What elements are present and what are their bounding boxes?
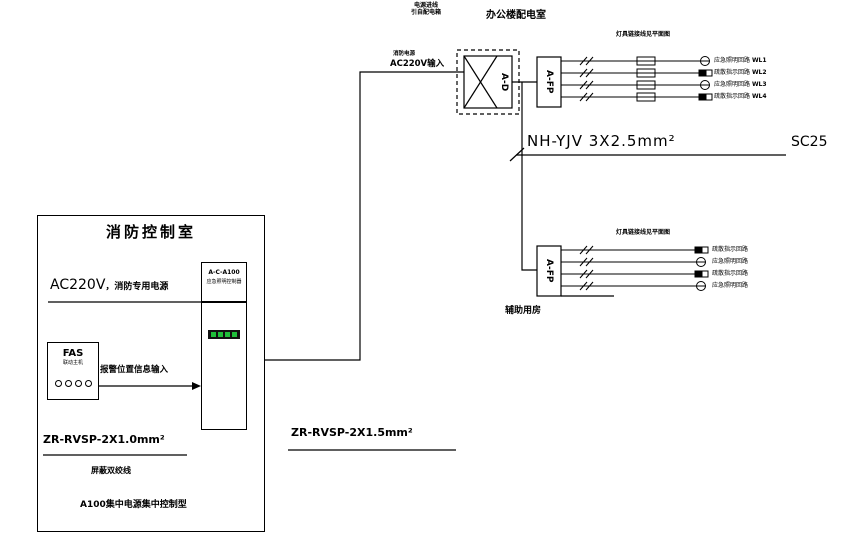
fas-buttons [48, 380, 98, 387]
circuit-label: 应急照明回路 [712, 258, 748, 266]
controller-desc: 应急照明控制器 [206, 279, 242, 285]
ad-box-label: A-D [499, 72, 509, 92]
distribution-room-label: 办公楼配电室 [486, 10, 546, 21]
circuit-id: WL4 [751, 93, 767, 100]
arrow-head-icon [192, 382, 201, 390]
control-room-cable-label: ZR-RVSP-2X1.0mm² [43, 433, 165, 446]
bottom-circuits-header: 灯具链接线见平面图 [616, 229, 671, 236]
power-voltage: AC220V [50, 277, 106, 293]
circuit-label: 疏散指示回路 [712, 246, 748, 254]
circuit-name: 疏散指示回路 [714, 69, 751, 76]
fire-control-room-box [37, 215, 265, 532]
indicator-led [225, 332, 230, 337]
circuit-label-wl4: 疏散指示回路 WL4 [714, 93, 767, 101]
afp-box-bottom [536, 245, 562, 297]
circuit-id: WL3 [751, 81, 767, 88]
exit-sign-icon [698, 93, 706, 101]
top-circuits-header: 灯具链接线见平面图 [616, 31, 671, 38]
indicator-led [218, 332, 223, 337]
incoming-note-line2: 引自配电箱 [410, 9, 441, 16]
afp-top-label: A-FP [544, 70, 554, 94]
circuit-id: WL1 [751, 57, 767, 64]
circuit-label: 应急照明回路 [712, 282, 748, 290]
circuit-label-wl3: 应急照明回路 WL3 [714, 81, 767, 89]
incoming-note-line1: 电源进线 [413, 2, 438, 9]
controller-cabinet [201, 302, 247, 430]
indicator-led [211, 332, 216, 337]
indicator-led [232, 332, 237, 337]
circuit-label: 疏散指示回路 [712, 270, 748, 278]
circuit-label-wl2: 疏散指示回路 WL2 [714, 69, 767, 77]
incoming-note: 电源进线 引自配电箱 [398, 2, 454, 16]
fire-power-note: 消防电源 [393, 51, 416, 57]
afp-bottom-label: A-FP [544, 259, 554, 283]
shielded-pair-note: 屏蔽双绞线 [91, 466, 131, 475]
fas-button-icon [84, 380, 92, 387]
controller-head-box: A-C-A100 应急照明控制器 [201, 262, 247, 302]
fas-button-icon [74, 380, 82, 387]
lamp-icon [696, 281, 706, 291]
fas-desc: 联动主机 [62, 360, 83, 366]
power-note: ，消防专用电源 [105, 282, 169, 292]
top-circuit-rows [561, 56, 713, 102]
fas-button-icon [54, 380, 62, 387]
circuit-name: 应急照明回路 [712, 282, 749, 289]
link-cable-label: ZR-RVSP-2X1.5mm² [291, 426, 413, 439]
auxiliary-room-label: 辅助用房 [505, 306, 542, 316]
circuit-label-wl1: 应急照明回路 WL1 [714, 57, 767, 65]
ac220-input-label: AC220V输入 [390, 59, 445, 69]
riser-cable-label: NH-YJV 3X2.5mm² [527, 132, 676, 150]
circuit-name: 疏散指示回路 [712, 270, 749, 277]
circuit-id: WL2 [751, 69, 767, 76]
a100-system-label: A100集中电源集中控制型 [80, 500, 187, 510]
indicator-strip [208, 330, 240, 339]
circuit-name: 疏散指示回路 [714, 93, 751, 100]
riser-conduit-label: SC25 [791, 134, 828, 150]
feeder-lines [43, 49, 786, 456]
controller-model: A-C-A100 [208, 269, 240, 276]
circuit-name: 应急照明回路 [714, 81, 751, 88]
control-room-power-label: AC220V，消防专用电源 [50, 274, 168, 293]
bottom-circuit-rows [561, 245, 709, 291]
fas-button-icon [64, 380, 72, 387]
exit-sign-icon [698, 69, 706, 77]
fire-control-room-title: 消防控制室 [105, 223, 196, 241]
fas-host-box: FAS 联动主机 [47, 342, 99, 400]
fas-label: FAS [62, 348, 84, 359]
lamp-icon [700, 56, 710, 66]
circuit-name: 应急照明回路 [712, 258, 749, 265]
circuit-name: 疏散指示回路 [712, 246, 749, 253]
exit-sign-icon [694, 270, 702, 278]
lamp-icon [700, 80, 710, 90]
exit-sign-icon [694, 246, 702, 254]
alarm-input-label: 报警位置信息输入 [100, 365, 169, 375]
lamp-icon [696, 257, 706, 267]
circuit-name: 应急照明回路 [714, 57, 751, 64]
afp-box-top [536, 56, 562, 108]
